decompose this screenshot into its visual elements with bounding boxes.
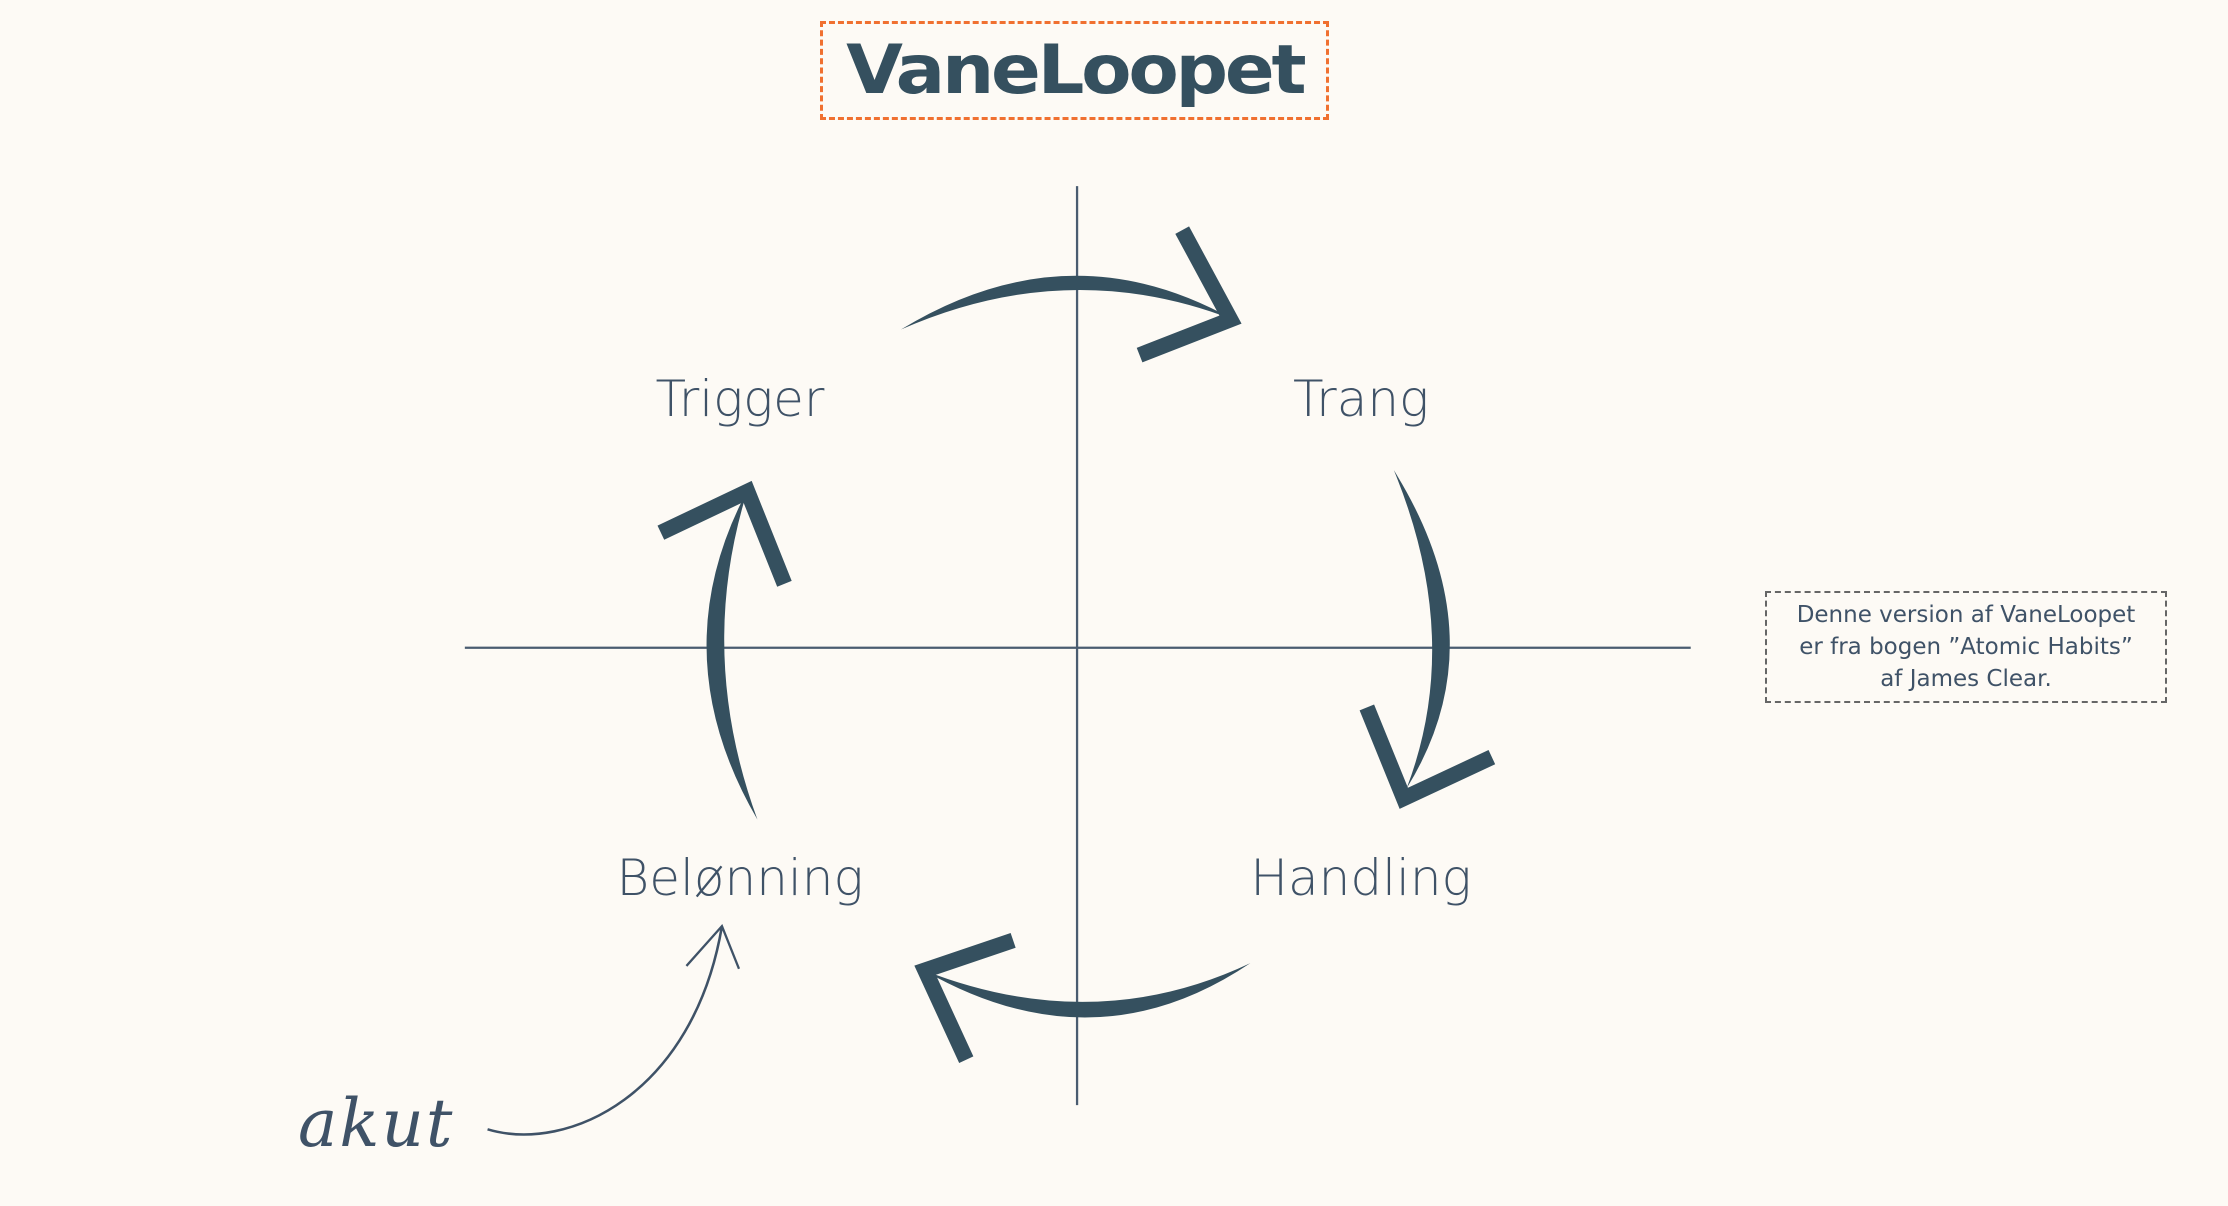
stage-handling: Handling <box>1250 849 1472 907</box>
arrow-trang-to-handling <box>1359 470 1496 809</box>
arrow-trigger-to-trang <box>900 226 1242 363</box>
stage-trigger: Trigger <box>655 370 825 428</box>
annotation-arrow <box>487 924 741 1136</box>
note-line-1: Denne version af VaneLoopet <box>1796 602 2136 628</box>
stage-belonning: Belønning <box>616 849 864 907</box>
page-title: VaneLoopet <box>845 31 1307 110</box>
source-note: Denne version af VaneLoopet er fra bogen… <box>1765 591 2167 703</box>
note-line-2: er fra bogen ”Atomic Habits” <box>1799 634 2133 660</box>
stage-trang: Trang <box>1292 370 1430 428</box>
title-box: VaneLoopet <box>820 21 1329 120</box>
arrow-belonning-to-trigger <box>657 480 792 820</box>
annotation-akut: akut <box>298 1085 455 1162</box>
note-line-3: af James Clear. <box>1880 666 2052 692</box>
arrow-handling-to-belonning <box>914 932 1251 1063</box>
